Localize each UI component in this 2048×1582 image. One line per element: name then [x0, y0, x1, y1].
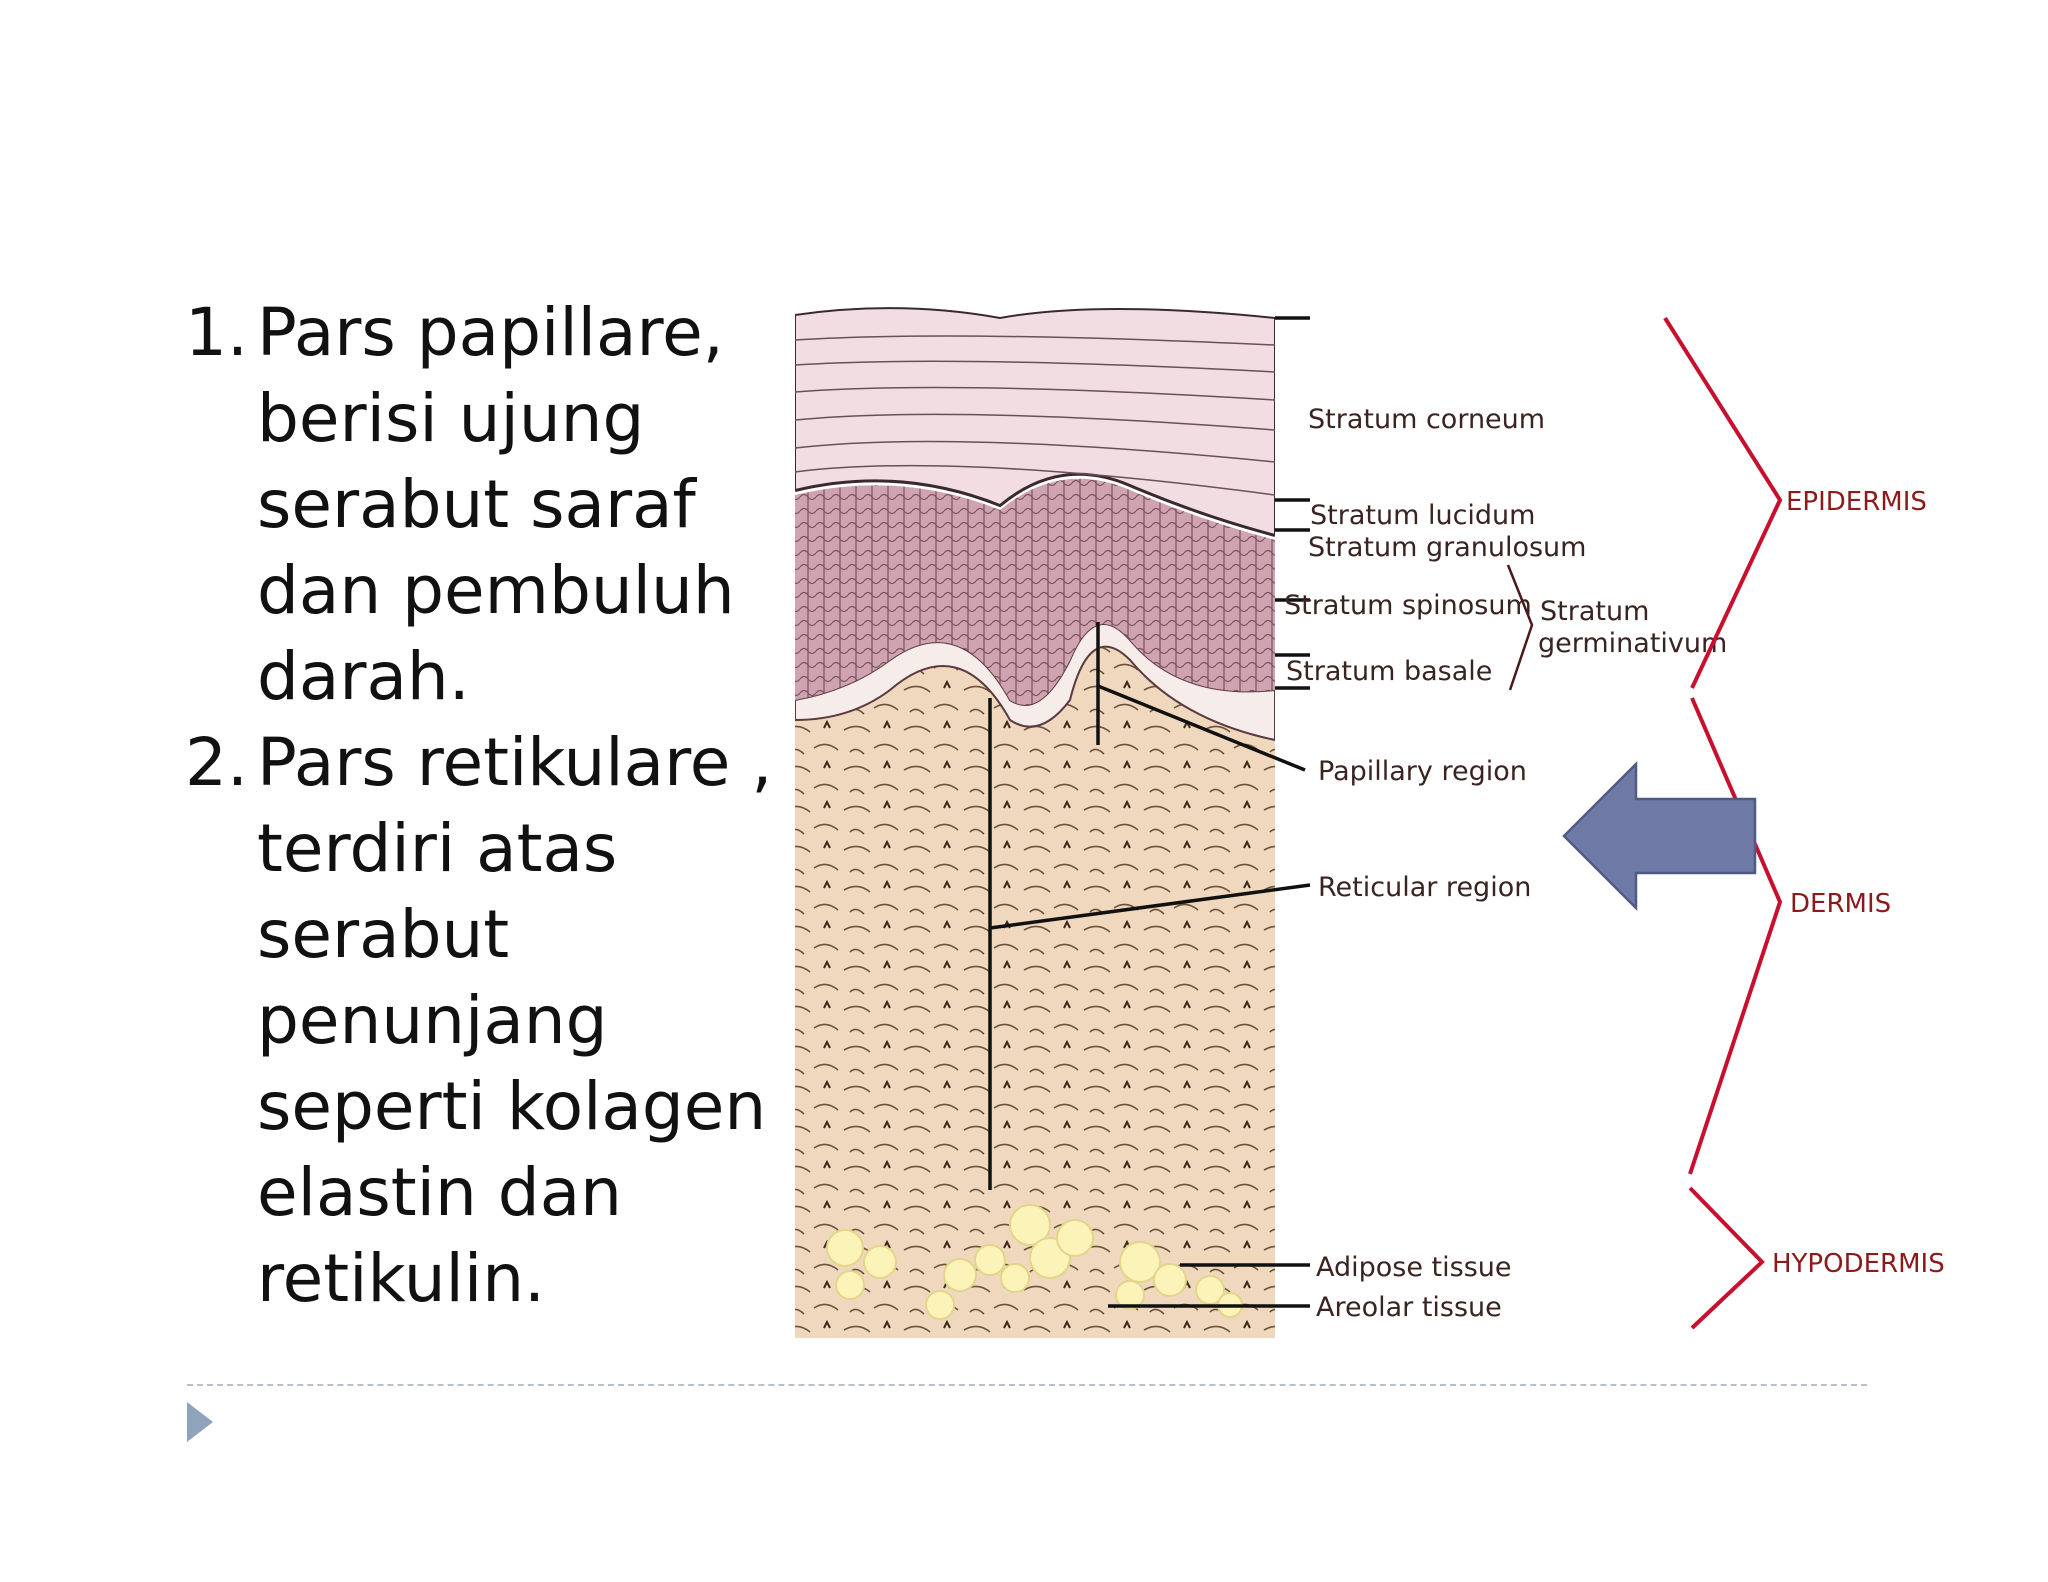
dermis-bracket	[1688, 697, 1783, 1175]
adipose-cells	[826, 1204, 1243, 1320]
label-papillary-region: Papillary region	[1318, 756, 1527, 787]
list-text: Pars retikulare , terdiri atas serabut p…	[257, 724, 773, 1317]
label-stratum-germinativum-line1: Stratum	[1540, 596, 1649, 627]
corneum-lines	[795, 335, 1275, 496]
label-stratum-lucidum: Stratum lucidum	[1310, 500, 1535, 531]
list-item-pars-retikulare: 2. Pars retikulare , terdiri atas serabu…	[185, 720, 785, 1322]
pointer-arrow-icon	[1562, 760, 1757, 912]
list-number: 1.	[185, 294, 248, 371]
epidermis-bracket	[1663, 316, 1783, 689]
content-list: 1. Pars papillare, berisi ujung serabut …	[185, 290, 785, 1322]
leader-lines	[988, 316, 1311, 1308]
list-text: Pars papillare, berisi ujung serabut sar…	[257, 294, 735, 715]
label-dermis: DERMIS	[1790, 889, 1891, 919]
stratum-spinosum-layer	[795, 478, 1275, 705]
label-stratum-germinativum-line2: germinativum	[1538, 628, 1727, 659]
skin-tissue	[795, 307, 1275, 1338]
germinativum-bracket	[1506, 564, 1534, 691]
list-item-pars-papillare: 1. Pars papillare, berisi ujung serabut …	[185, 290, 785, 720]
stratum-corneum-layer	[795, 307, 1275, 537]
label-epidermis: EPIDERMIS	[1786, 487, 1927, 517]
label-stratum-spinosum: Stratum spinosum	[1284, 590, 1532, 621]
label-stratum-basale: Stratum basale	[1286, 656, 1492, 687]
label-adipose-tissue: Adipose tissue	[1316, 1252, 1512, 1283]
footer-bullet-icon	[187, 1402, 213, 1442]
hypodermis-bracket	[1688, 1186, 1765, 1330]
footer-divider	[187, 1384, 1867, 1386]
group-brackets	[1663, 316, 1783, 1330]
label-stratum-corneum: Stratum corneum	[1308, 404, 1545, 435]
label-reticular-region: Reticular region	[1318, 872, 1531, 903]
label-areolar-tissue: Areolar tissue	[1316, 1292, 1502, 1323]
label-stratum-granulosum: Stratum granulosum	[1308, 532, 1586, 563]
label-hypodermis: HYPODERMIS	[1772, 1249, 1945, 1279]
list-number: 2.	[185, 724, 248, 801]
